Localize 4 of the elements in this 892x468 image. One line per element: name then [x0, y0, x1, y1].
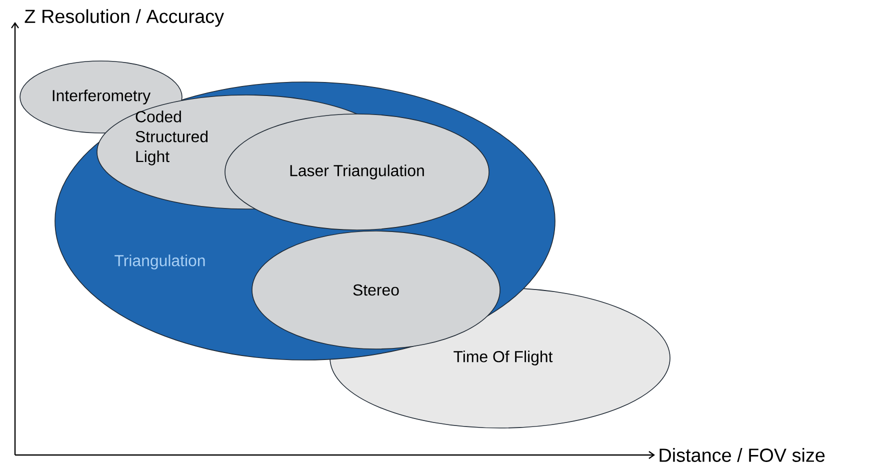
- ellipse-region: Laser Triangulation: [224, 114, 490, 230]
- axis-title: Distance / FOV size: [660, 448, 825, 462]
- axis-title: Z Resolution / Accuracy: [24, 9, 224, 27]
- ellipse-region: Stereo: [252, 230, 500, 350]
